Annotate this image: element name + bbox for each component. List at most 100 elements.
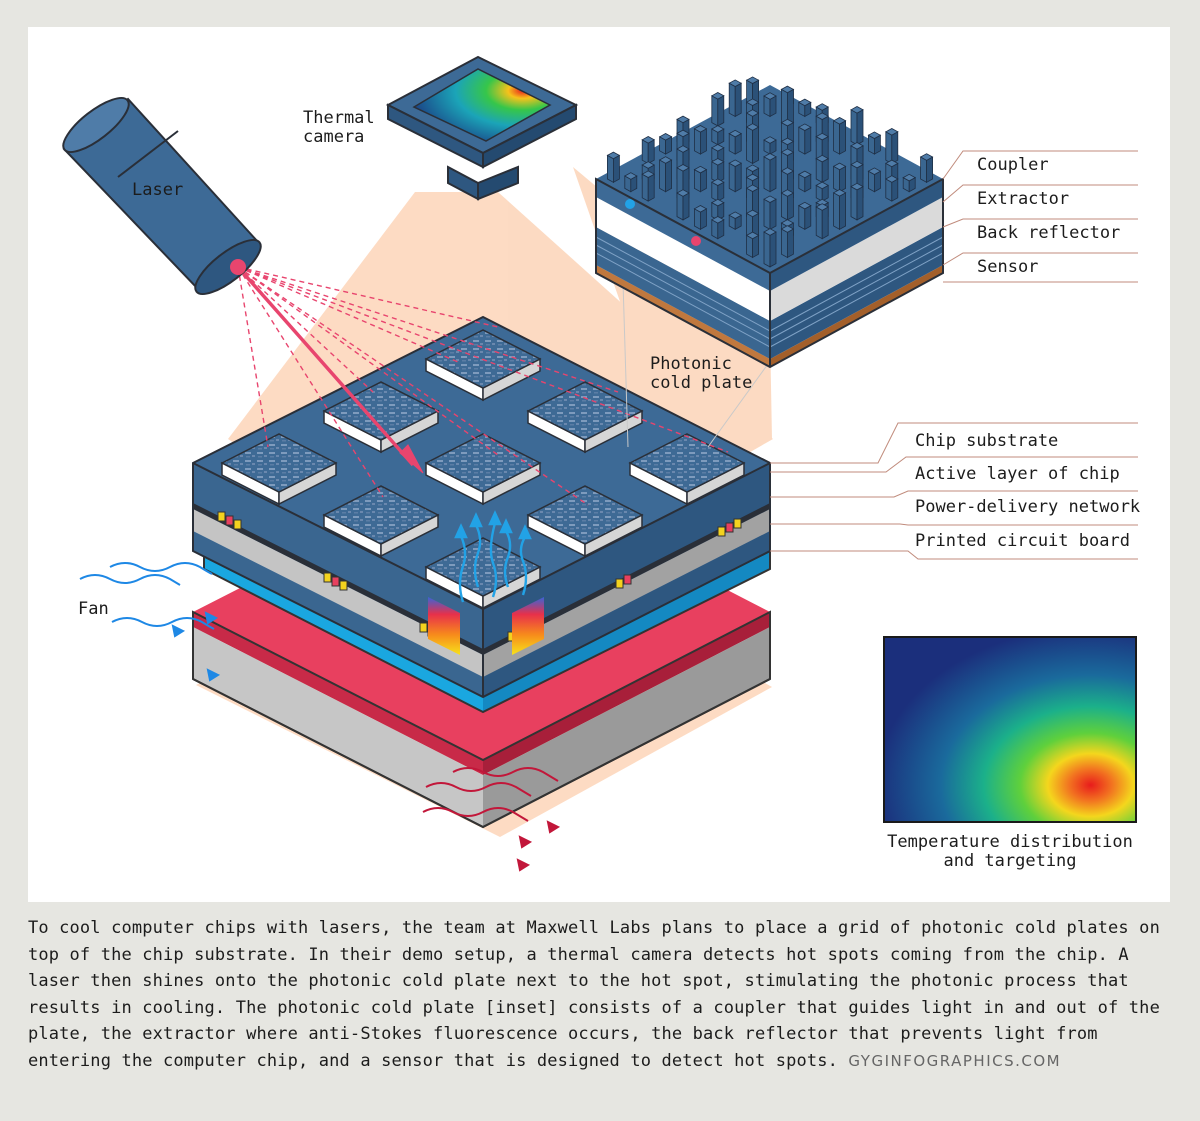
- inset-pillar: [682, 192, 690, 221]
- inset-pillar: [832, 162, 847, 171]
- inset-pillar: [769, 198, 777, 230]
- cold-plate-face: [526, 381, 644, 441]
- inset-pillar: [780, 148, 795, 156]
- caption-text: To cool computer chips with lasers, the …: [28, 918, 1160, 1071]
- inset-pillar: [902, 173, 917, 182]
- cold-plate-face: [220, 433, 338, 493]
- inset-pillar: [850, 106, 864, 114]
- inset-pillar: [780, 137, 795, 146]
- inset-pillar: [815, 103, 830, 111]
- heat-exhaust: [422, 767, 561, 872]
- inset-pillar: [763, 231, 771, 268]
- inset-pillar: [728, 82, 736, 118]
- inset-pillar: [891, 131, 899, 165]
- inset-pillar: [641, 173, 649, 202]
- cold-plate-face: [322, 485, 440, 545]
- inset-pillar: [839, 165, 846, 193]
- cold-plate-face: [526, 485, 644, 545]
- inset-pillar: [613, 154, 620, 183]
- inset-pillar: [850, 109, 858, 146]
- inset-pillar: [745, 164, 760, 172]
- inset-pillar: [746, 126, 753, 165]
- inset-pillar: [926, 156, 933, 183]
- layer-label-sensor: Sensor: [977, 257, 1039, 277]
- inset-pillar: [745, 231, 760, 240]
- inset-pillar: [752, 234, 759, 259]
- inset-pillar: [676, 192, 684, 221]
- layer-label-pcb: Printed circuit board: [915, 531, 1130, 551]
- inset-pillar: [676, 129, 690, 138]
- inset-pillar: [832, 189, 847, 197]
- inset-pillar: [867, 131, 882, 139]
- photonic-cold-plate-label: Photonic cold plate: [650, 354, 753, 393]
- inset-pillar: [763, 92, 777, 100]
- inset-pillar: [797, 123, 812, 131]
- inset-pillar: [710, 216, 725, 224]
- inset-pillar: [693, 205, 708, 213]
- inset-pillar: [752, 126, 759, 165]
- layer-label-extractor: Extractor: [977, 189, 1070, 209]
- inset-pillar: [763, 228, 777, 236]
- inset-pillar: [694, 128, 701, 155]
- cold-plate-face: [628, 433, 746, 493]
- inset-pillar: [839, 120, 846, 155]
- inset-zoom-lines: [622, 281, 774, 448]
- photonic-cold-plates: [220, 329, 746, 610]
- inset-pillar: [745, 173, 760, 182]
- inset-pillar: [856, 185, 864, 221]
- inset-pillar: [606, 151, 621, 160]
- inset-pillar: [780, 189, 795, 197]
- layer-label-active-layer: Active layer of chip: [915, 464, 1120, 484]
- inset-pillar: [884, 128, 899, 136]
- laser-device: [62, 97, 262, 295]
- inset-pillar: [711, 95, 719, 127]
- credit-link[interactable]: GYGINFOGRAPHICS.COM: [848, 1051, 1062, 1070]
- inset-pillar: [815, 154, 830, 163]
- inset-pillar: [920, 156, 927, 183]
- inset-pillar: [885, 131, 893, 165]
- inset-pillar: [710, 198, 725, 207]
- inset-pillar: [647, 139, 655, 165]
- inset-pillar: [641, 136, 656, 144]
- inset-pillar: [891, 178, 899, 202]
- cooling-diagram-art: [62, 55, 1138, 872]
- inset-pillar: [856, 109, 864, 146]
- inset-pillar: [641, 139, 649, 165]
- figure-caption: To cool computer chips with lasers, the …: [28, 915, 1170, 1075]
- inset-pillar: [763, 195, 777, 203]
- inset-pillar: [676, 115, 690, 124]
- inset-pillar: [798, 204, 806, 230]
- inset-pillar: [710, 158, 725, 166]
- inset-pillar: [781, 192, 788, 221]
- inset-pillar: [787, 228, 794, 259]
- inset-pillar: [700, 128, 707, 155]
- inset-pillar: [833, 165, 840, 193]
- inset-pillar: [728, 162, 736, 193]
- thermal-camera-label: Thermal camera: [303, 108, 375, 147]
- fan-airflow: [79, 562, 221, 682]
- inset-pillar: [780, 118, 795, 127]
- inset-pillar: [769, 156, 777, 193]
- diagram-panel: Laser Thermal camera Photonic cold plate…: [28, 27, 1170, 902]
- inset-pillar: [821, 206, 829, 240]
- inset-pillar: [658, 156, 673, 164]
- inset-pillar: [693, 165, 708, 174]
- inset-pillar: [797, 98, 812, 107]
- inset-pillar: [850, 185, 858, 221]
- inset-pillar: [780, 167, 795, 175]
- inset-pillar: [867, 167, 882, 175]
- inset-pillar: [728, 211, 743, 219]
- inset-pillar: [769, 231, 777, 268]
- inset-pillar: [798, 126, 806, 155]
- inset-pillar: [676, 145, 690, 153]
- inset-pillar: [641, 170, 656, 178]
- inset-pillar: [745, 123, 760, 131]
- inset-pillar: [734, 162, 742, 193]
- inset-pillar: [728, 159, 743, 167]
- inset-pillar: [821, 157, 829, 183]
- inset-pillar: [728, 79, 743, 87]
- inset-pillar: [804, 126, 812, 155]
- inset-pillar: [815, 181, 830, 190]
- inset-pillar: [745, 184, 760, 192]
- inset-pillar: [746, 234, 753, 259]
